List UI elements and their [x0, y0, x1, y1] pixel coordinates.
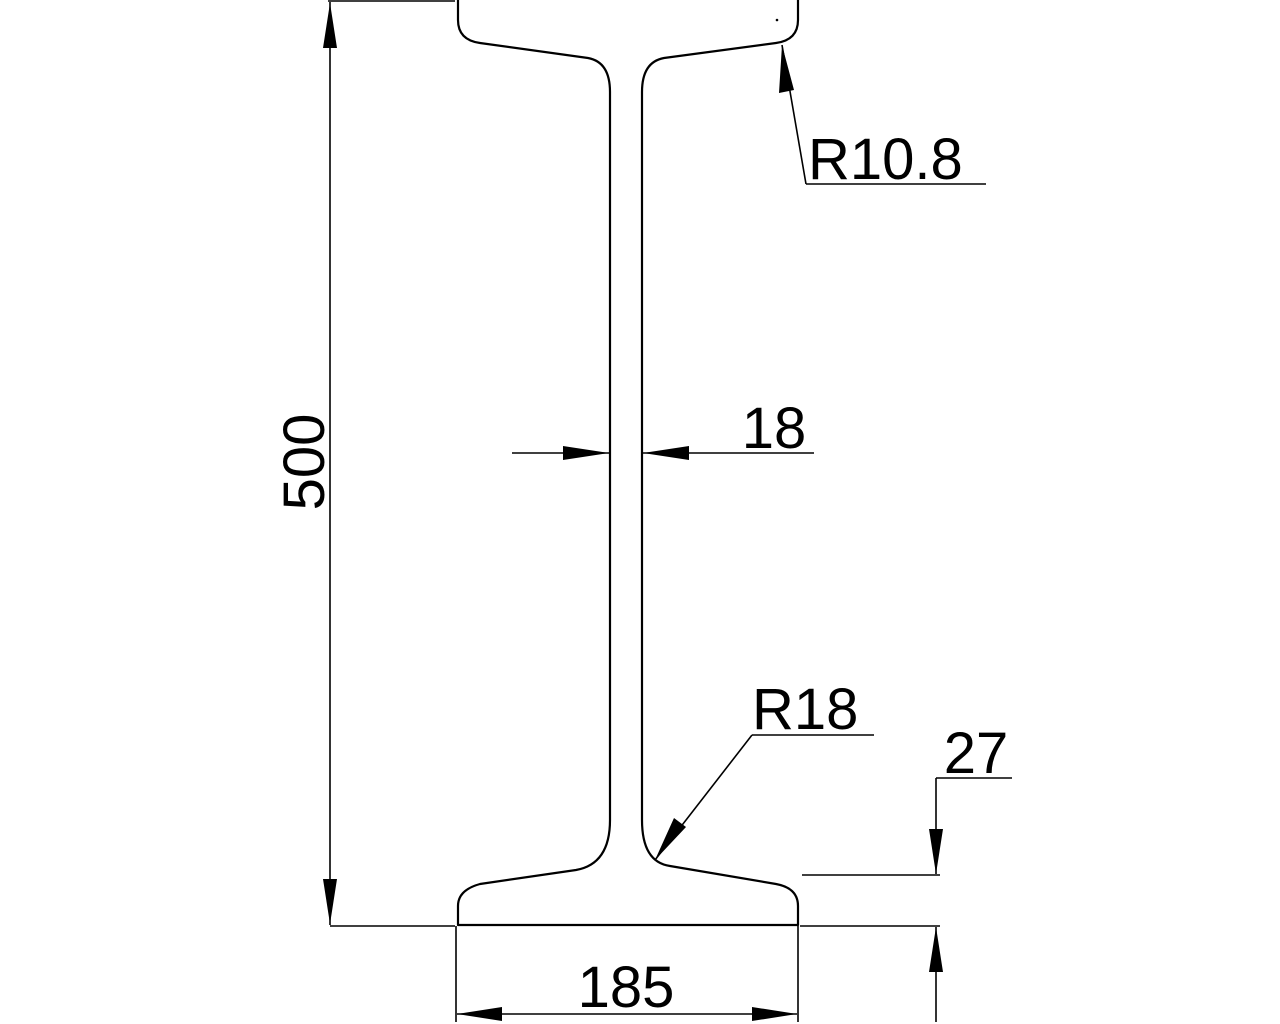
- flange-thickness-dimension: 27: [800, 721, 1012, 1022]
- web-arrow-right: [643, 446, 689, 460]
- flange-width-dimension: 185: [455, 926, 799, 1022]
- flange-width-label: 185: [578, 955, 675, 1020]
- web-thickness-label: 18: [742, 396, 807, 461]
- centre-mark: [775, 18, 779, 22]
- height-dimension: 500: [272, 0, 455, 927]
- toe-radius-label: R10.8: [808, 127, 963, 192]
- height-arrow-top: [323, 3, 337, 48]
- height-arrow-bottom: [323, 879, 337, 924]
- width-arrow-left: [457, 1007, 502, 1021]
- toe-radius-arrow: [779, 45, 794, 93]
- web-thickness-dimension: 18: [512, 396, 814, 461]
- flange-arrow-bottom: [929, 927, 943, 972]
- flange-thickness-label: 27: [944, 721, 1009, 786]
- root-radius-label: R18: [752, 677, 858, 742]
- root-radius-arrow: [655, 818, 686, 860]
- height-label: 500: [272, 414, 337, 511]
- i-beam-profile: [456, 0, 800, 927]
- web-arrow-left: [563, 446, 609, 460]
- toe-radius-callout: R10.8: [779, 44, 986, 192]
- width-arrow-right: [752, 1007, 797, 1021]
- flange-arrow-top: [929, 829, 943, 874]
- root-radius-callout: R18: [654, 677, 874, 861]
